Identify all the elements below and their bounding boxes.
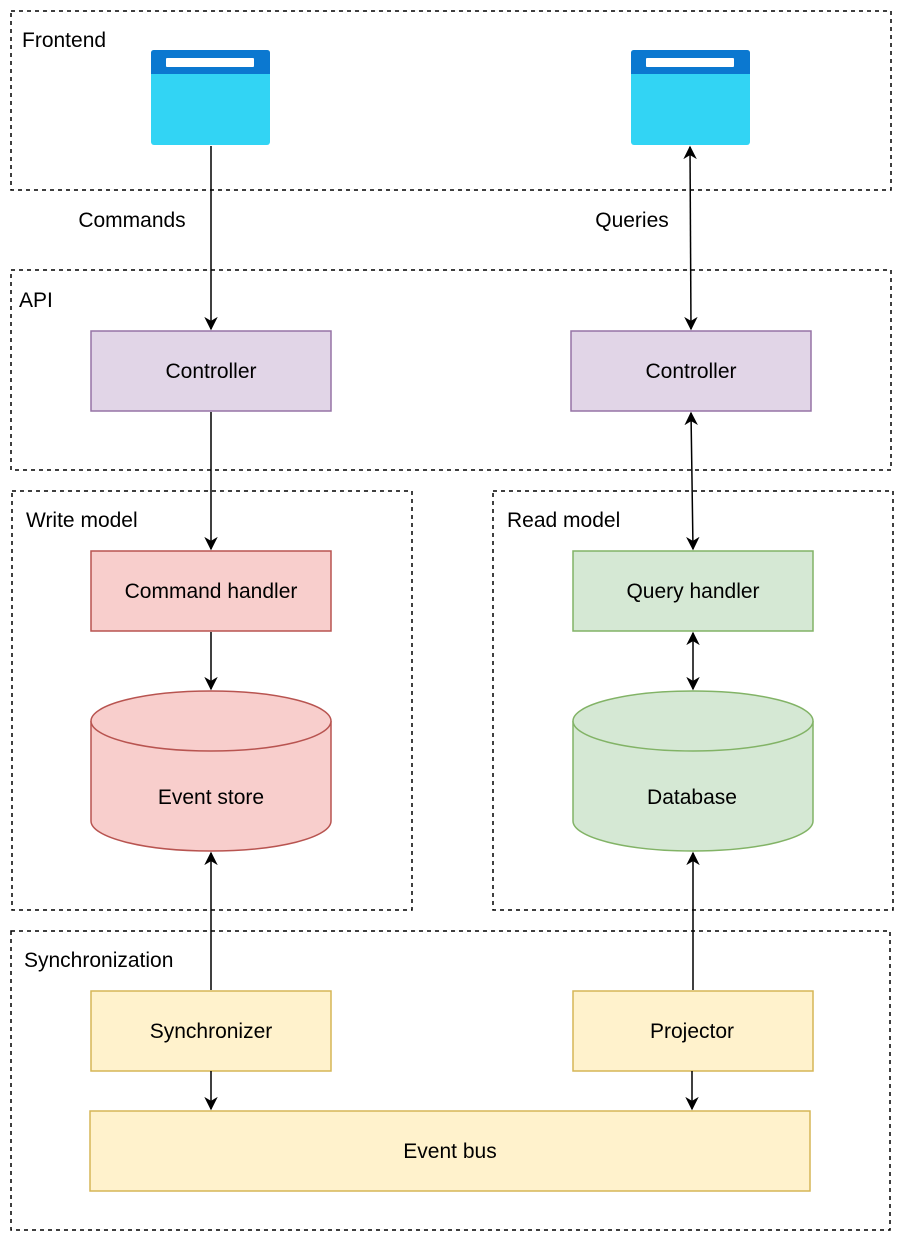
query-handler-label: Query handler — [626, 580, 759, 603]
browser-window-icon — [631, 50, 750, 145]
controller-write-label: Controller — [165, 360, 256, 383]
frontend-group: Frontend — [10, 10, 892, 191]
controller-read-node: Controller — [570, 330, 812, 412]
queries-arrow — [683, 145, 698, 331]
event-store-cylinder: Event store — [90, 690, 332, 852]
query-handler-node: Query handler — [572, 550, 814, 632]
event-store-label: Event store — [158, 786, 264, 809]
controller-read-label: Controller — [645, 360, 736, 383]
commands-label: Commands — [78, 209, 185, 232]
queries-label: Queries — [595, 209, 669, 232]
database-label: Database — [647, 786, 737, 809]
database-cylinder: Database — [572, 690, 814, 852]
write-model-group: Write model — [11, 490, 413, 911]
browser-window-icon — [151, 50, 270, 145]
write-model-group-label: Write model — [26, 509, 138, 532]
synchronization-group-label: Synchronization — [24, 949, 173, 972]
command-handler-node: Command handler — [90, 550, 332, 632]
synchronization-group: Synchronization — [10, 930, 891, 1231]
event-bus-label: Event bus — [403, 1140, 496, 1163]
projector-node: Projector — [572, 990, 814, 1072]
controller-write-node: Controller — [90, 330, 332, 412]
api-group: API — [10, 269, 892, 471]
synchronizer-node: Synchronizer — [90, 990, 332, 1072]
controller-to-query-handler-arrow — [684, 411, 700, 551]
command-handler-label: Command handler — [125, 580, 298, 603]
read-model-group-label: Read model — [507, 509, 620, 532]
frontend-group-label: Frontend — [22, 29, 106, 52]
api-group-label: API — [19, 289, 53, 312]
event-bus-node: Event bus — [89, 1110, 811, 1192]
synchronizer-label: Synchronizer — [150, 1020, 273, 1043]
projector-label: Projector — [650, 1020, 734, 1043]
